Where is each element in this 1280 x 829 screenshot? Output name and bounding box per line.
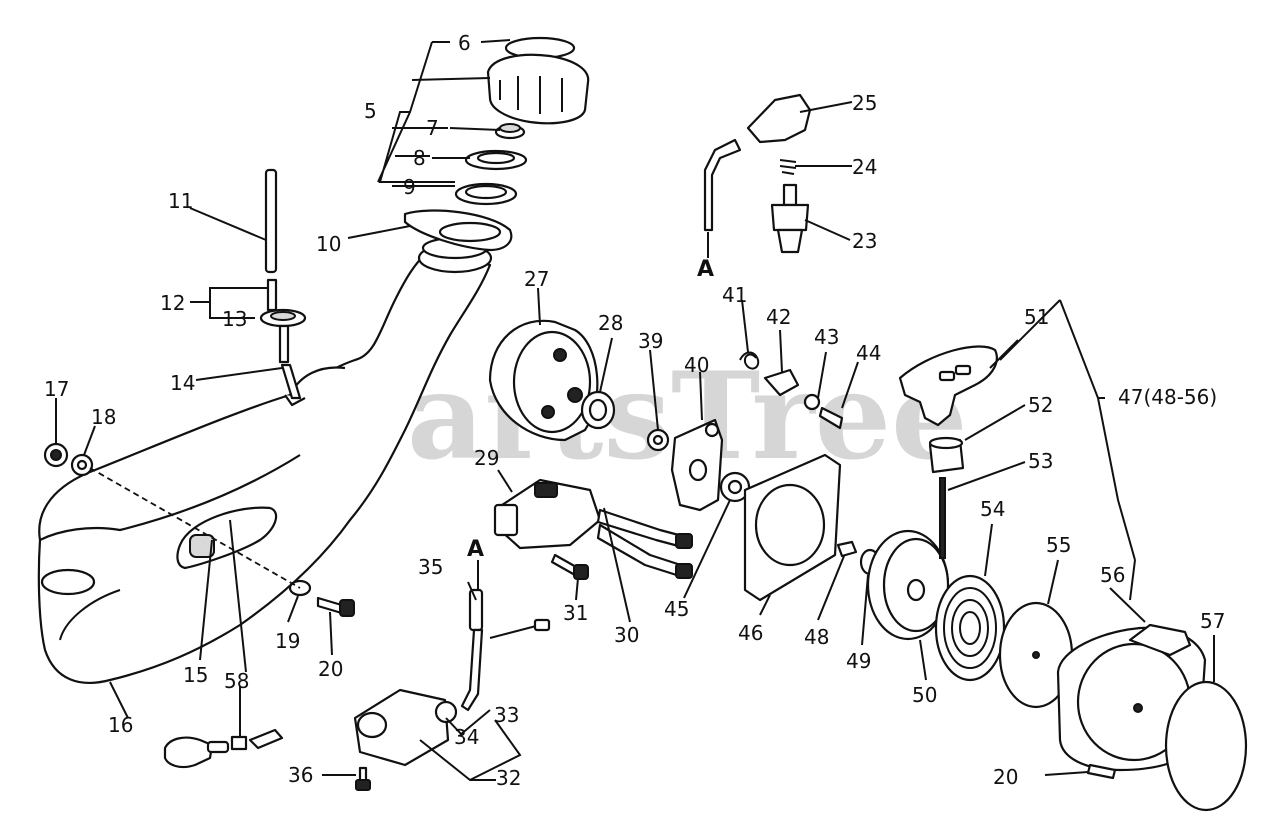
callout-44: 44 xyxy=(856,341,881,365)
callout-49: 49 xyxy=(846,649,871,673)
callout-48: 48 xyxy=(804,625,829,649)
plate-55 xyxy=(998,601,1074,709)
nut-17 xyxy=(43,442,69,468)
callout-28: 28 xyxy=(598,311,623,335)
callout-50: 50 xyxy=(912,683,937,707)
cover-57 xyxy=(1164,680,1248,812)
callout-19: 19 xyxy=(275,629,300,653)
callout-11: 11 xyxy=(168,189,193,213)
callout-6: 6 xyxy=(458,31,471,55)
callout-46: 46 xyxy=(738,621,763,645)
recoil-spring-54 xyxy=(934,574,1006,682)
callout-31: 31 xyxy=(563,601,588,625)
flywheel xyxy=(488,319,616,442)
screw-20-right xyxy=(1086,763,1117,780)
starter-handle-51 xyxy=(898,345,998,427)
screw-48 xyxy=(836,540,858,558)
callout-23: 23 xyxy=(852,229,877,253)
callout-51: 51 xyxy=(1024,305,1049,329)
screw-36 xyxy=(355,766,371,791)
callout-9: 9 xyxy=(403,175,416,199)
callout-35: 35 xyxy=(418,555,443,579)
callout-25: 25 xyxy=(852,91,877,115)
callout-36: 36 xyxy=(288,763,313,787)
callout-43: 43 xyxy=(814,325,839,349)
bracket-40 xyxy=(670,418,724,512)
callout-A-bottom: A xyxy=(467,537,484,562)
callout-15: 15 xyxy=(183,663,208,687)
callout-A-top: A xyxy=(697,257,714,282)
callout-53: 53 xyxy=(1028,449,1053,473)
callout-5: 5 xyxy=(364,99,377,123)
callout-55: 55 xyxy=(1046,533,1071,557)
callout-18: 18 xyxy=(91,405,116,429)
callout-30: 30 xyxy=(614,623,639,647)
spark-plug-boot xyxy=(703,93,812,232)
callout-12: 12 xyxy=(160,291,185,315)
screw-20-left xyxy=(316,596,355,617)
callout-45: 45 xyxy=(664,597,689,621)
callout-7: 7 xyxy=(426,116,439,140)
nut-45 xyxy=(719,471,751,503)
fuel-filter xyxy=(163,728,284,769)
callout-labels: 6 5 7 8 9 10 11 12 13 14 15 16 17 18 19 … xyxy=(44,31,1225,790)
callout-34: 34 xyxy=(454,725,479,749)
callout-56: 56 xyxy=(1100,563,1125,587)
screw-31 xyxy=(550,553,589,580)
lever-42 xyxy=(763,368,800,397)
bushing-52 xyxy=(928,436,965,474)
callout-42: 42 xyxy=(766,305,791,329)
callout-20-left: 20 xyxy=(318,657,343,681)
callout-58: 58 xyxy=(224,669,249,693)
callout-41: 41 xyxy=(722,283,747,307)
callout-54: 54 xyxy=(980,497,1005,521)
rope-53 xyxy=(939,477,946,559)
callout-40: 40 xyxy=(684,353,709,377)
assembly-dashed-line xyxy=(89,467,301,589)
fuel-line xyxy=(259,168,307,400)
spring-24 xyxy=(779,159,797,175)
callout-57: 57 xyxy=(1200,609,1225,633)
callout-27: 27 xyxy=(524,267,549,291)
coil-32 xyxy=(353,688,458,767)
callout-33: 33 xyxy=(494,703,519,727)
pulley-50 xyxy=(866,529,950,641)
callout-29: 29 xyxy=(474,446,499,470)
callout-32: 32 xyxy=(496,766,521,790)
callout-17: 17 xyxy=(44,377,69,401)
callout-39: 39 xyxy=(638,329,663,353)
washer-39 xyxy=(646,428,670,452)
callout-13: 13 xyxy=(222,307,247,331)
spring-41 xyxy=(739,351,760,370)
callout-47: 47(48-56) xyxy=(1118,385,1217,409)
spark-plug-23 xyxy=(770,183,810,254)
leader-lines xyxy=(55,39,1215,782)
callout-14: 14 xyxy=(170,371,195,395)
callout-8: 8 xyxy=(413,146,426,170)
callout-16: 16 xyxy=(108,713,133,737)
fuel-cap-assembly xyxy=(403,36,590,252)
ignition-module xyxy=(493,478,693,580)
callout-52: 52 xyxy=(1028,393,1053,417)
gasket-46 xyxy=(743,453,842,602)
screw-44 xyxy=(818,406,844,430)
callout-20-right: 20 xyxy=(993,765,1018,789)
lead-wire-35 xyxy=(460,588,551,712)
callout-24: 24 xyxy=(852,155,877,179)
callout-10: 10 xyxy=(316,232,341,256)
washer-18 xyxy=(70,453,94,477)
washer-43 xyxy=(803,393,821,411)
